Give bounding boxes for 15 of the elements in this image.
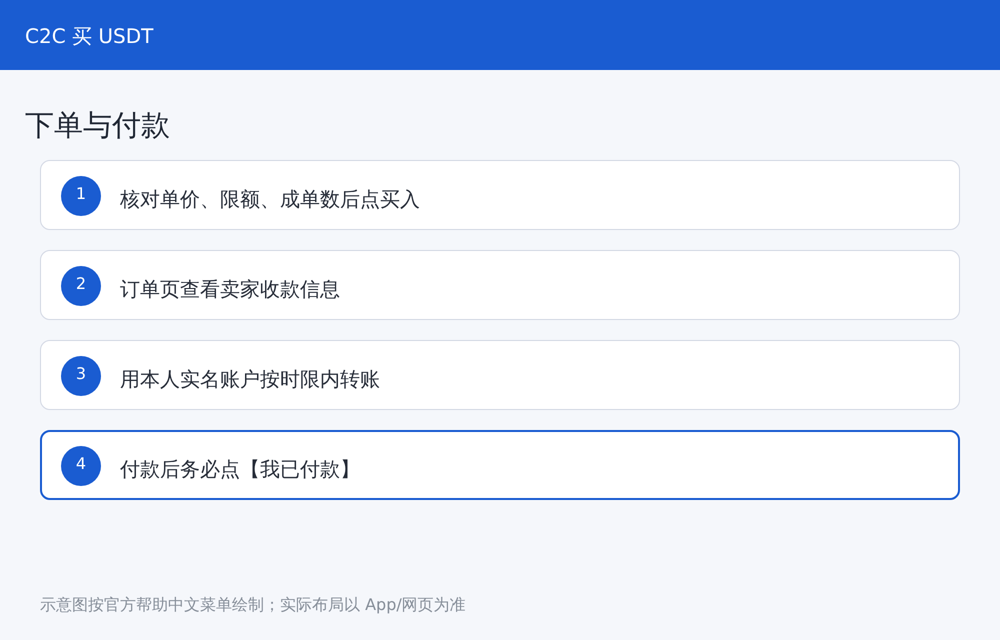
- step-text: 核对单价、限额、成单数后点买入: [120, 186, 420, 213]
- step-card: [40, 430, 960, 500]
- step-number: 1: [61, 176, 101, 216]
- page-title: C2C 买 USDT: [25, 23, 154, 50]
- step-text: 订单页查看卖家收款信息: [120, 276, 340, 303]
- footnote: 示意图按官方帮助中文菜单绘制；实际布局以 App/网页为准: [40, 594, 466, 616]
- section-heading: 下单与付款: [25, 107, 170, 144]
- step-number: 2: [61, 266, 101, 306]
- step-card: [40, 160, 960, 230]
- step-number: 4: [61, 446, 101, 486]
- step-number: 3: [61, 356, 101, 396]
- step-text: 付款后务必点【我已付款】: [120, 456, 360, 483]
- step-card: [40, 340, 960, 410]
- step-card: [40, 250, 960, 320]
- step-text: 用本人实名账户按时限内转账: [120, 366, 380, 393]
